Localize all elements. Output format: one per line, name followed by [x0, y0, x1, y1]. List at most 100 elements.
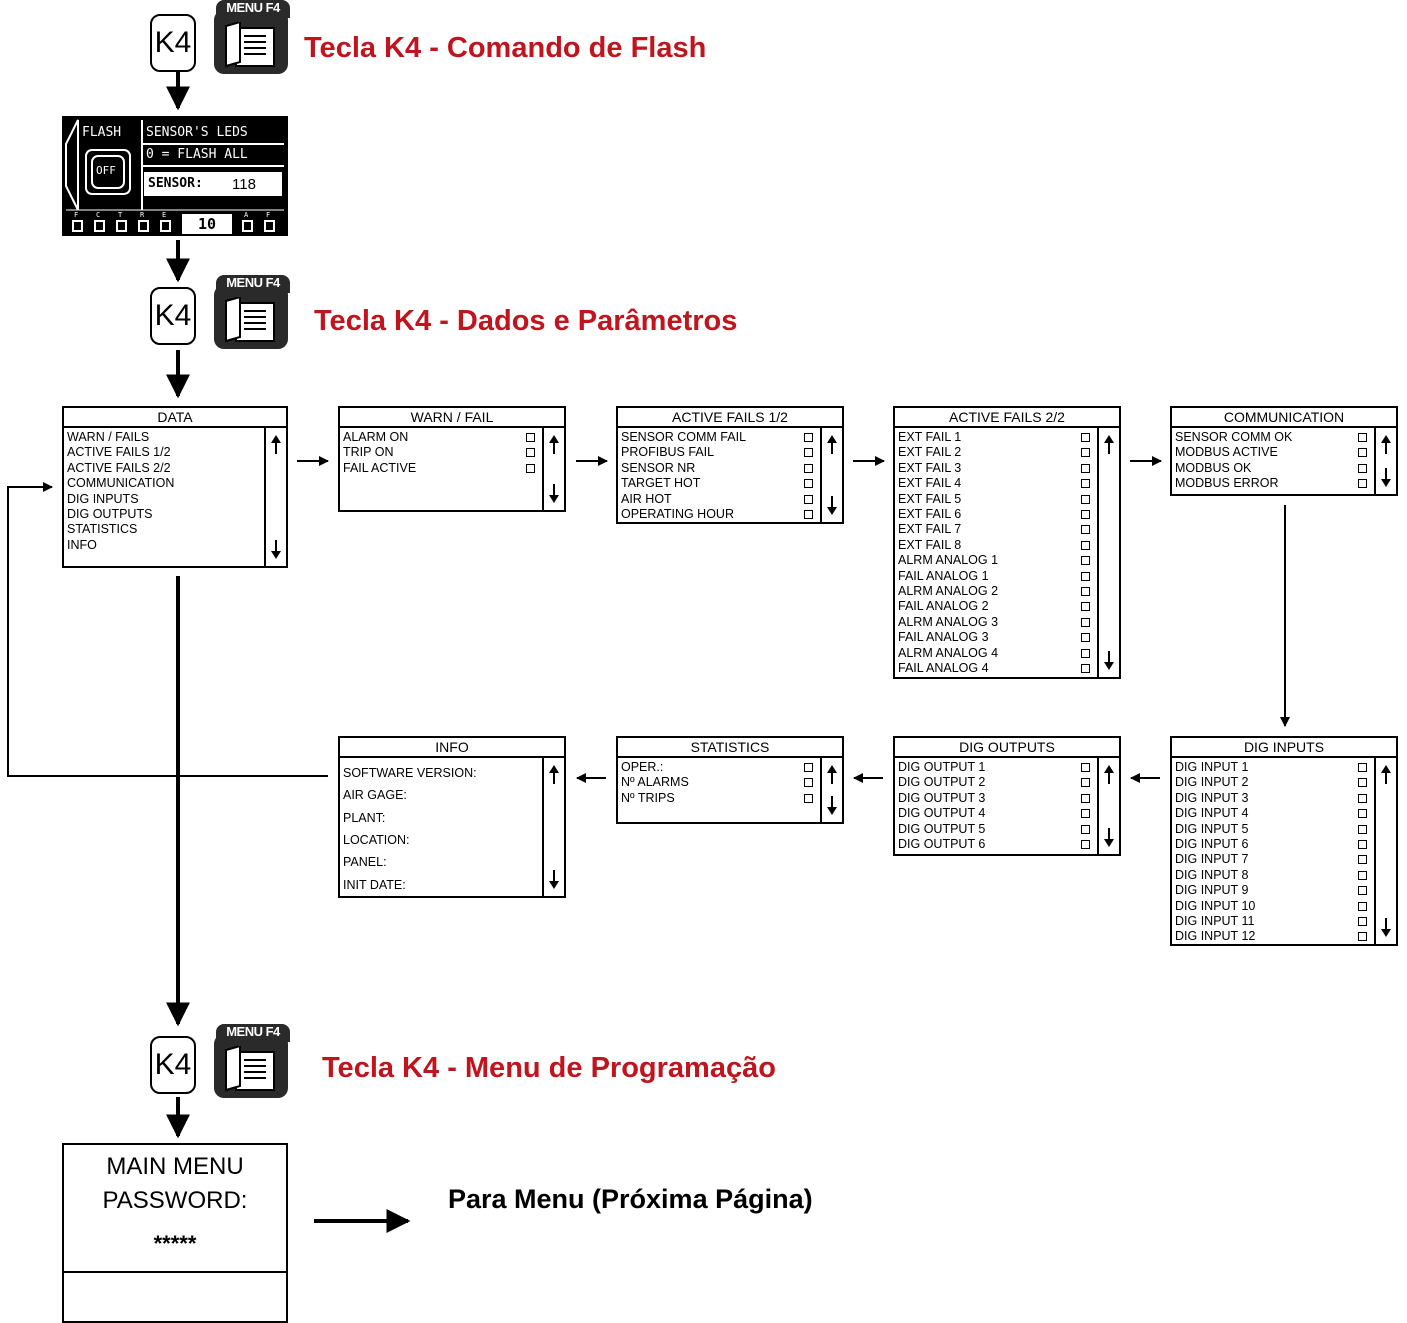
menu-item[interactable]: OPERATING HOUR — [621, 507, 734, 521]
checkbox[interactable] — [1081, 525, 1090, 535]
menu-item[interactable]: AIR GAGE: — [343, 788, 407, 803]
checkbox[interactable] — [1358, 886, 1367, 896]
menu-item[interactable]: STATISTICS — [67, 522, 138, 537]
menu-item[interactable]: FAIL ANALOG 4 — [898, 661, 989, 675]
menu-item[interactable]: Nº TRIPS — [621, 790, 675, 805]
password-field[interactable]: ***** — [153, 1231, 197, 1256]
menu-item[interactable]: OPER.: — [621, 760, 664, 774]
checkbox[interactable] — [1081, 809, 1090, 819]
menu-item[interactable]: FAIL ACTIVE — [343, 460, 417, 475]
menu-item[interactable]: MODBUS OK — [1175, 460, 1252, 475]
menu-item[interactable]: ALRM ANALOG 4 — [898, 645, 999, 660]
checkbox[interactable] — [526, 463, 535, 473]
checkbox[interactable] — [1081, 840, 1090, 849]
checkbox[interactable] — [804, 463, 813, 473]
menu-item[interactable]: ALRM ANALOG 1 — [898, 553, 999, 568]
checkbox[interactable] — [1358, 793, 1367, 803]
checkbox[interactable] — [1081, 633, 1090, 643]
menu-item[interactable]: DIG INPUT 8 — [1175, 867, 1249, 882]
scroll-down-icon[interactable] — [824, 495, 840, 517]
menu-item[interactable]: AIR HOT — [621, 491, 672, 506]
menu-item[interactable]: EXT FAIL 2 — [898, 445, 962, 460]
sensor-value[interactable]: 118 — [232, 176, 256, 193]
menu-item[interactable]: EXT FAIL 8 — [898, 537, 962, 552]
k4-key[interactable]: K4 — [150, 287, 196, 345]
menu-item[interactable]: EXT FAIL 3 — [898, 460, 962, 475]
checkbox[interactable] — [1081, 793, 1090, 803]
scrollbar[interactable] — [1097, 758, 1119, 854]
menu-item[interactable]: ALRM ANALOG 2 — [898, 584, 999, 598]
menu-item[interactable]: DIG OUTPUT 4 — [898, 806, 986, 821]
menu-item[interactable]: PROFIBUS FAIL — [621, 445, 715, 460]
menu-item[interactable]: FAIL ANALOG 3 — [898, 630, 989, 645]
scroll-down-icon[interactable] — [1101, 827, 1117, 849]
checkbox[interactable] — [1081, 494, 1090, 504]
checkbox[interactable] — [804, 510, 813, 519]
scroll-down-icon[interactable] — [824, 795, 840, 817]
scrollbar[interactable] — [1374, 428, 1396, 494]
checkbox[interactable] — [1081, 763, 1090, 772]
menu-item[interactable]: Nº ALARMS — [621, 775, 689, 790]
menu-item[interactable]: WARN / FAILS — [67, 430, 150, 444]
selected-sensor-value[interactable]: 10 — [182, 214, 232, 234]
checkbox[interactable] — [1081, 778, 1090, 788]
checkbox[interactable] — [526, 433, 535, 442]
scroll-up-icon[interactable] — [546, 763, 562, 785]
scroll-down-icon[interactable] — [268, 539, 284, 561]
checkbox[interactable] — [804, 448, 813, 458]
checkbox[interactable] — [1081, 540, 1090, 550]
checkbox[interactable] — [1358, 840, 1367, 849]
scrollbar[interactable] — [264, 428, 286, 566]
menu-item[interactable]: DIG INPUTS — [67, 491, 139, 506]
checkbox[interactable] — [1358, 433, 1367, 442]
scroll-down-icon[interactable] — [1378, 917, 1394, 939]
checkbox[interactable] — [1358, 824, 1367, 834]
menu-item[interactable]: DIG OUTPUT 3 — [898, 790, 986, 805]
menu-item[interactable]: LOCATION: — [343, 833, 410, 847]
checkbox[interactable] — [1081, 571, 1090, 581]
scroll-up-icon[interactable] — [268, 433, 284, 455]
scroll-up-icon[interactable] — [1378, 433, 1394, 455]
menu-item[interactable]: DIG INPUT 1 — [1175, 760, 1249, 774]
checkbox[interactable] — [1358, 870, 1367, 880]
menu-item[interactable]: FAIL ANALOG 2 — [898, 599, 989, 614]
checkbox[interactable] — [804, 793, 813, 803]
menu-item[interactable]: EXT FAIL 5 — [898, 491, 962, 506]
menu-item[interactable]: MODBUS ACTIVE — [1175, 445, 1278, 460]
scroll-down-icon[interactable] — [546, 483, 562, 505]
menu-item[interactable]: FAIL ANALOG 1 — [898, 568, 989, 583]
checkbox[interactable] — [804, 763, 813, 772]
menu-item[interactable]: TRIP ON — [343, 445, 394, 460]
checkbox[interactable] — [1081, 433, 1090, 442]
menu-item[interactable]: ACTIVE FAILS 2/2 — [67, 460, 171, 475]
menu-item[interactable]: DIG INPUT 3 — [1175, 790, 1249, 805]
menu-item[interactable]: EXT FAIL 1 — [898, 430, 962, 444]
checkbox[interactable] — [1358, 855, 1367, 865]
checkbox[interactable] — [1358, 809, 1367, 819]
menu-item[interactable]: SENSOR COMM FAIL — [621, 430, 747, 444]
checkbox[interactable] — [1358, 763, 1367, 772]
menu-item[interactable]: DIG INPUT 2 — [1175, 775, 1249, 790]
menu-item[interactable]: COMMUNICATION — [67, 476, 175, 491]
off-button[interactable]: OFF — [96, 164, 116, 177]
scroll-up-icon[interactable] — [1101, 763, 1117, 785]
menu-item[interactable]: DIG INPUT 11 — [1175, 914, 1255, 928]
checkbox[interactable] — [1358, 917, 1367, 926]
menu-item[interactable]: EXT FAIL 6 — [898, 507, 962, 521]
checkbox[interactable] — [1081, 587, 1090, 596]
checkbox[interactable] — [1081, 448, 1090, 458]
menu-item[interactable]: EXT FAIL 4 — [898, 476, 962, 491]
menu-item[interactable]: DIG OUTPUT 2 — [898, 775, 986, 790]
checkbox[interactable] — [804, 778, 813, 788]
menu-item[interactable]: ALRM ANALOG 3 — [898, 614, 999, 629]
checkbox[interactable] — [1358, 479, 1367, 489]
menu-item[interactable]: ALARM ON — [343, 430, 409, 444]
scroll-down-icon[interactable] — [546, 869, 562, 891]
scroll-down-icon[interactable] — [1378, 467, 1394, 489]
checkbox[interactable] — [1081, 602, 1090, 612]
scroll-up-icon[interactable] — [546, 433, 562, 455]
menu-f4-icon[interactable]: MENU F4 — [214, 275, 290, 349]
menu-item[interactable]: EXT FAIL 7 — [898, 522, 962, 537]
menu-item[interactable]: SENSOR NR — [621, 460, 696, 475]
menu-item[interactable]: DIG INPUT 12 — [1175, 929, 1256, 944]
